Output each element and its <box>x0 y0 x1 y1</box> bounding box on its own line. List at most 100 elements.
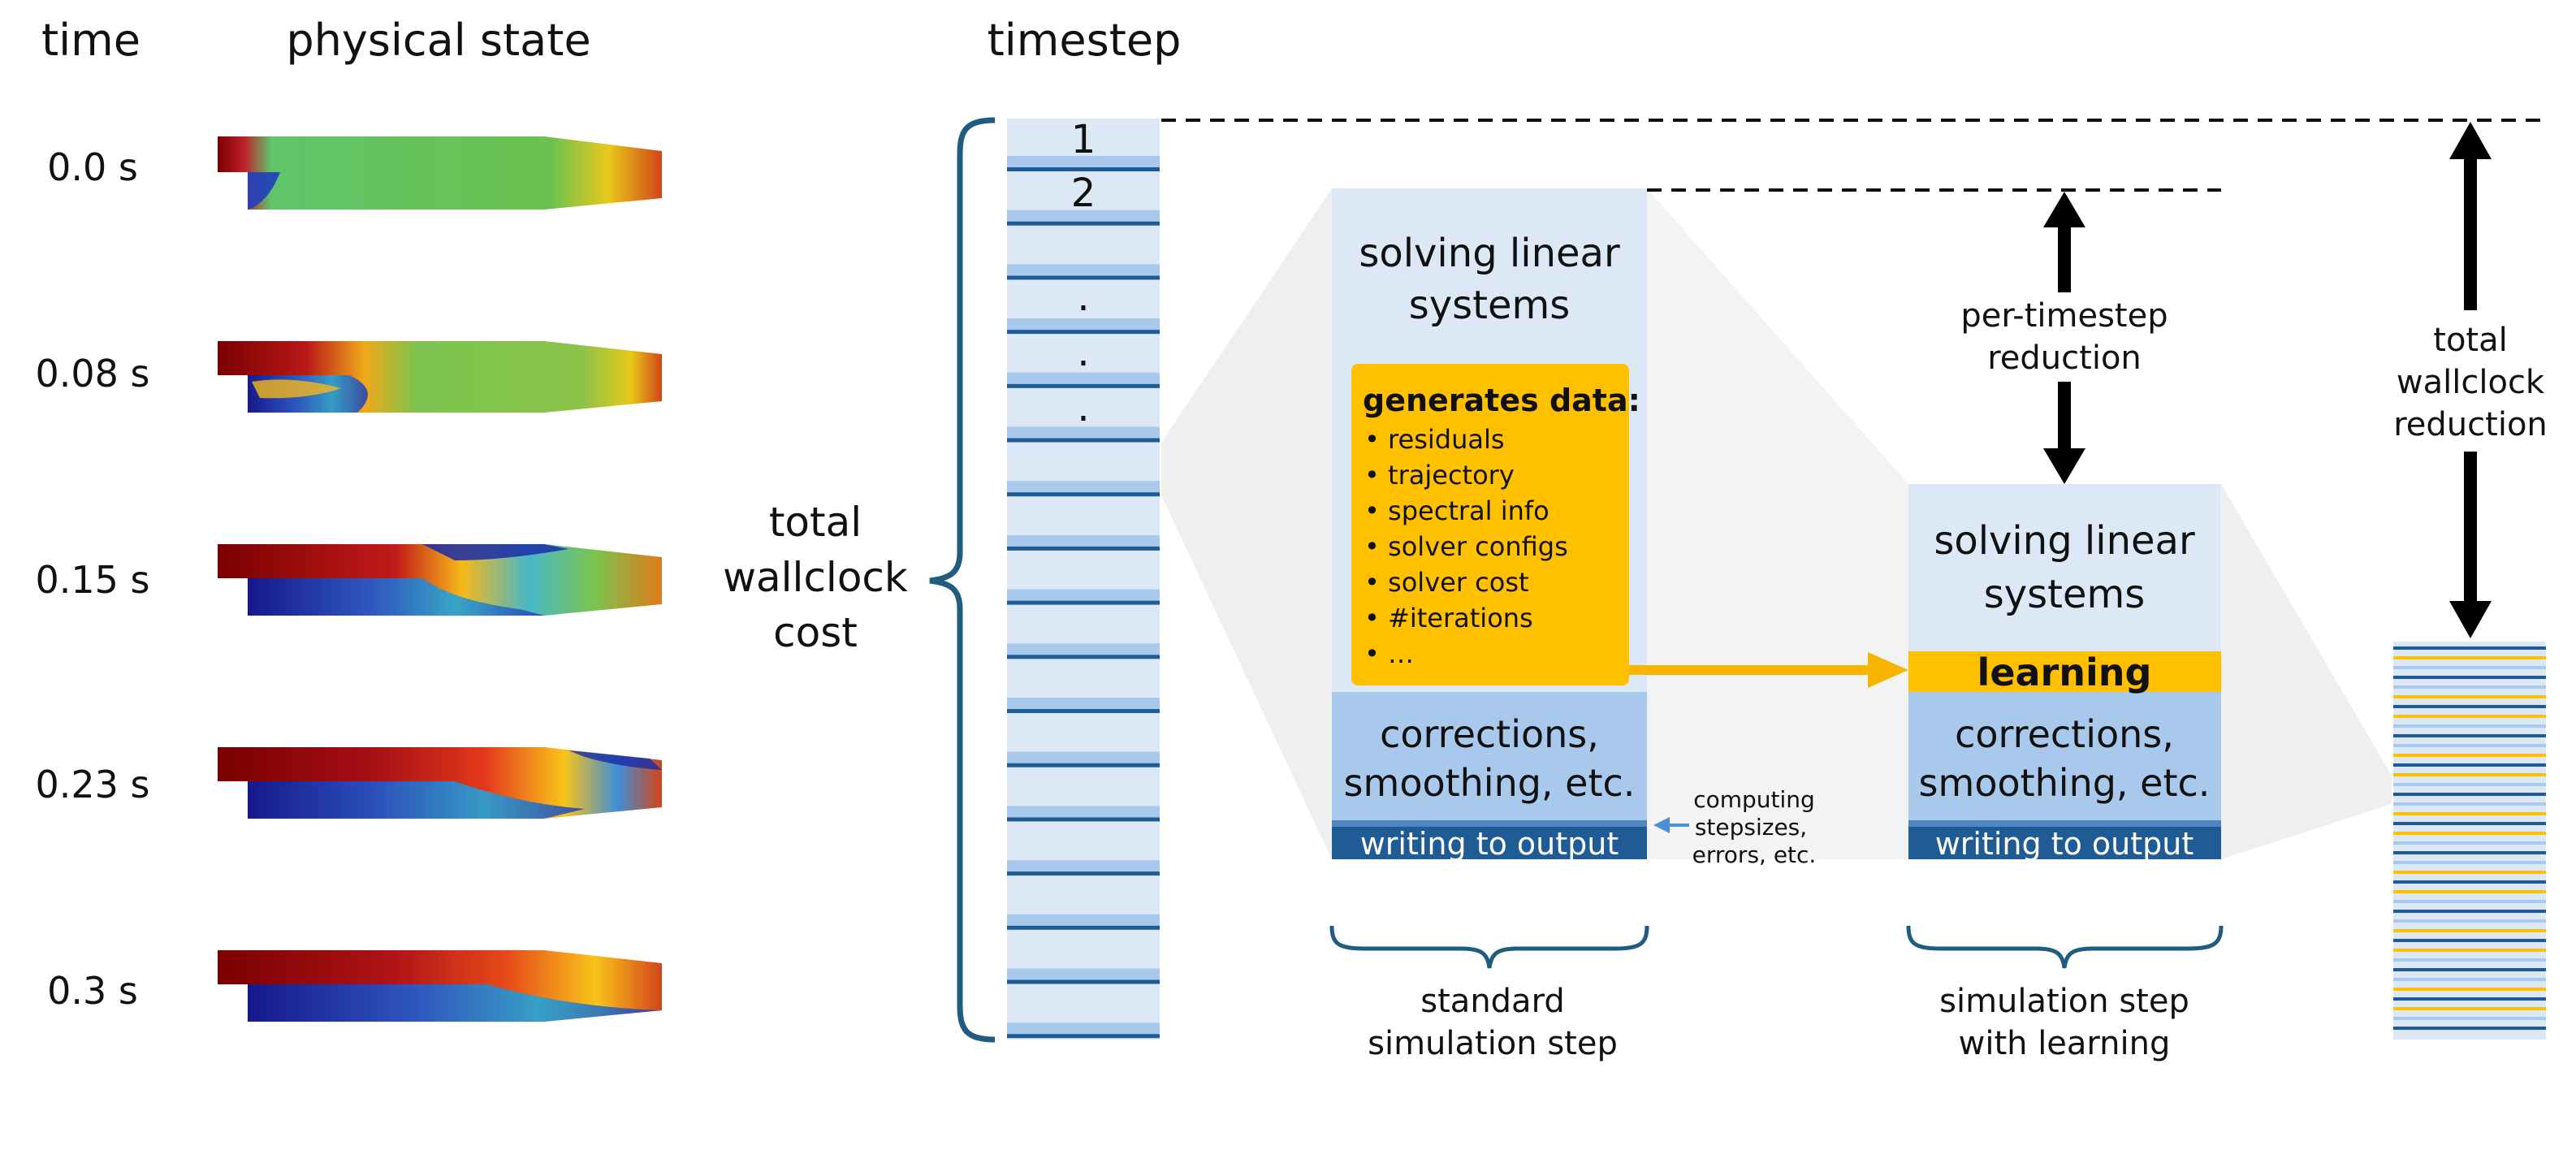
timestep-divider <box>1007 925 1160 930</box>
timestep-divider <box>1007 546 1160 551</box>
reduced-timestep-stripe <box>2393 988 2546 991</box>
timestep-band <box>1007 751 1160 763</box>
timestep-band <box>1007 426 1160 439</box>
timestep-band <box>1007 914 1160 926</box>
reduced-timestep-stripe <box>2393 783 2546 786</box>
per-timestep-reduction-arrow <box>2043 192 2085 484</box>
timestep-band <box>1007 698 1160 709</box>
timestep-divider <box>1007 709 1160 713</box>
reduced-timestep-stripe <box>2393 958 2546 962</box>
timestep-band <box>1007 643 1160 655</box>
reduced-timestep-stripe <box>2393 1017 2546 1020</box>
total-cost-label-line2: wallclock <box>723 554 908 601</box>
learning-caption-brace <box>1906 925 2224 969</box>
reduced-timestep-stripe <box>2393 997 2546 1001</box>
computing-note-line2: stepsizes, <box>1695 814 1807 841</box>
timestep-band <box>1007 534 1160 547</box>
reduced-timestep-stripe <box>2393 871 2546 874</box>
timestep-band <box>1007 481 1160 493</box>
timestep-divider <box>1007 979 1160 984</box>
time-label-3: 0.15 s <box>35 558 149 602</box>
generates-item-1: • residuals <box>1364 424 1505 455</box>
generates-data-box <box>1351 364 1629 685</box>
reduced-timestep-column <box>2393 642 2546 1040</box>
timestep-divider <box>1007 330 1160 335</box>
total-cost-label-line1: total <box>769 499 862 546</box>
timestep-band <box>1007 318 1160 331</box>
timestep-divider <box>1007 871 1160 876</box>
timestep-divider <box>1007 1034 1160 1039</box>
timestep-band <box>1007 156 1160 167</box>
learning-writing-output: writing to output <box>1935 826 2194 862</box>
learning-corrections-line1: corrections, <box>1955 712 2174 756</box>
timestep-band <box>1007 1022 1160 1035</box>
timestep-divider <box>1007 655 1160 659</box>
timestep-divider <box>1007 492 1160 497</box>
computing-note-line3: errors, etc. <box>1692 841 1817 868</box>
time-label-1: 0.0 s <box>47 145 138 189</box>
reduced-timestep-stripe <box>2393 676 2546 679</box>
generates-item-6: • #iterations <box>1364 603 1533 633</box>
header-time: time <box>41 15 140 66</box>
reduced-timestep-stripe <box>2393 929 2546 932</box>
learning-label: learning <box>1977 651 2152 694</box>
learning-caption-line2: with learning <box>1959 1025 2171 1062</box>
timestep-number-2: 2 <box>1071 171 1096 216</box>
time-label-2: 0.08 s <box>35 352 149 396</box>
timestep-divider <box>1007 221 1160 226</box>
reduced-timestep-stripe <box>2393 763 2546 767</box>
reduced-timestep-stripe <box>2393 949 2546 952</box>
standard-caption-line2: simulation step <box>1368 1025 1618 1062</box>
standard-solving-line1: solving linear <box>1359 231 1620 276</box>
standard-caption-line1: standard <box>1420 983 1564 1020</box>
reduced-timestep-stripe <box>2393 880 2546 884</box>
reduced-timestep-stripe <box>2393 822 2546 825</box>
zoom-connector-right <box>2221 484 2392 859</box>
reduced-timestep-stripe <box>2393 1007 2546 1010</box>
reduced-timestep-stripe <box>2393 968 2546 971</box>
reduced-timestep-stripe <box>2393 900 2546 903</box>
reduced-timestep-stripe <box>2393 890 2546 893</box>
reduced-timestep-stripe <box>2393 705 2546 708</box>
time-label-4: 0.23 s <box>35 763 149 806</box>
total-reduction-line2: wallclock <box>2397 364 2545 401</box>
timestep-band <box>1007 210 1160 222</box>
reduced-timestep-stripe <box>2393 851 2546 854</box>
reduced-timestep-stripe <box>2393 1027 2546 1030</box>
flow-snapshot-2 <box>218 341 662 413</box>
timestep-band <box>1007 372 1160 384</box>
reduced-timestep-stripe <box>2393 802 2546 806</box>
reduced-timestep-stripe <box>2393 734 2546 737</box>
total-reduction-line3: reduction <box>2393 406 2548 443</box>
timestep-band <box>1007 860 1160 872</box>
reduced-timestep-stripe <box>2393 744 2546 747</box>
reduced-timestep-stripe <box>2393 754 2546 757</box>
reduced-timestep-stripe <box>2393 695 2546 698</box>
per-timestep-reduction-line2: reduction <box>1987 339 2142 377</box>
generates-item-5: • solver cost <box>1364 567 1529 598</box>
reduced-timestep-stripe <box>2393 724 2546 728</box>
timestep-divider <box>1007 817 1160 822</box>
data-flow-arrow <box>1629 652 1908 688</box>
timestep-stripes <box>1007 156 1160 1039</box>
flow-snapshot-1 <box>218 136 662 210</box>
timestep-number-1: 1 <box>1071 117 1096 162</box>
learning-corrections-line2: smoothing, etc. <box>1919 761 2211 805</box>
reduced-timestep-stripe <box>2393 861 2546 864</box>
generates-item-2: • trajectory <box>1364 460 1515 491</box>
generates-item-3: • spectral info <box>1364 495 1549 526</box>
generates-item-7: • … <box>1364 638 1414 669</box>
reduced-timestep-stripe <box>2393 812 2546 815</box>
reduced-timestep-stripe <box>2393 919 2546 923</box>
standard-corrections-line2: smoothing, etc. <box>1344 761 1636 805</box>
timestep-divider <box>1007 763 1160 767</box>
generates-item-4: • solver configs <box>1364 531 1568 562</box>
learning-solving-line2: systems <box>1984 572 2146 617</box>
flow-snapshot-4 <box>218 747 662 819</box>
zoom-connector-left <box>1161 188 1332 859</box>
time-label-5: 0.3 s <box>47 969 138 1013</box>
flow-snapshot-3 <box>218 544 662 616</box>
total-reduction-line1: total <box>2433 322 2507 359</box>
reduced-timestep-stripe <box>2393 666 2546 669</box>
learning-step-block <box>1908 484 2221 859</box>
